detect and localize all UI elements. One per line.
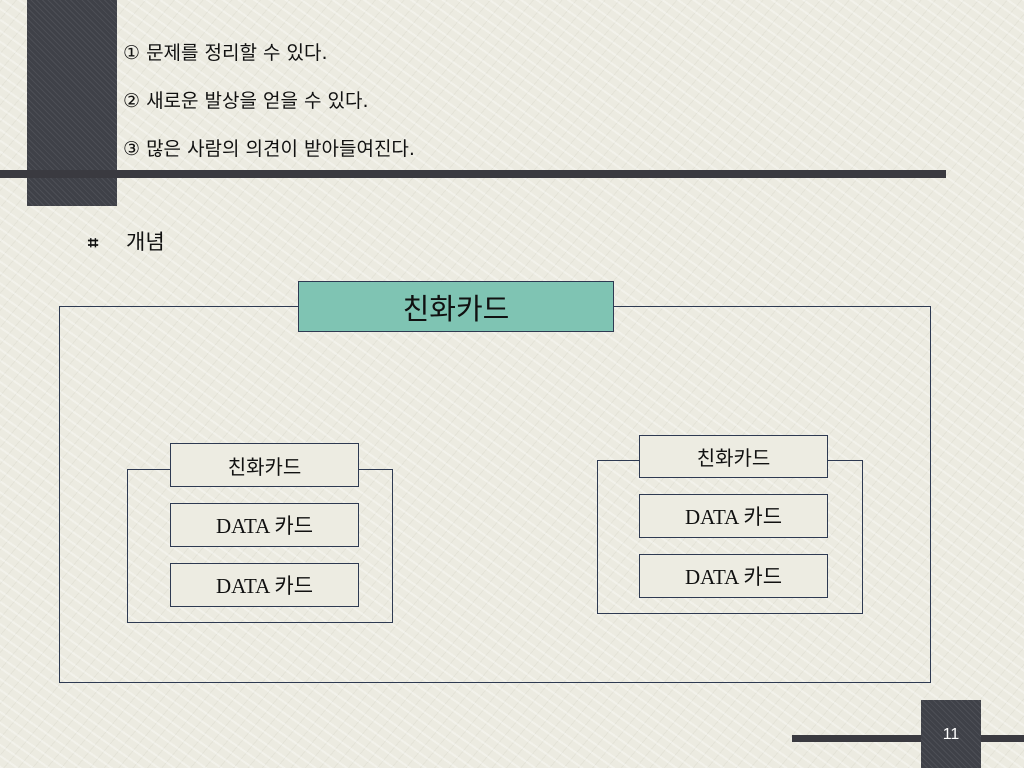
right-data-card-2: DATA 카드 (639, 554, 828, 598)
left-data-card-1: DATA 카드 (170, 503, 359, 547)
bullet-item-1: ① 문제를 정리할 수 있다. (123, 42, 328, 64)
top-divider (0, 170, 946, 178)
bullet-item-3: ③ 많은 사람의 의견이 받아들여진다. (123, 138, 415, 160)
right-data-card-1: DATA 카드 (639, 494, 828, 538)
bullet-marker-icon: ⌗ (88, 233, 99, 254)
page-number: 11 (942, 726, 960, 743)
concept-label: 개념 (126, 230, 165, 254)
main-title-box: 친화카드 (298, 281, 614, 332)
page-number-box (921, 700, 981, 768)
left-group-header: 친화카드 (170, 443, 359, 487)
left-data-card-2: DATA 카드 (170, 563, 359, 607)
bottom-divider (792, 735, 1024, 742)
right-group-header: 친화카드 (639, 435, 828, 478)
concept-heading: ⌗ 개념 (88, 226, 165, 256)
bullet-item-2: ② 새로운 발상을 얻을 수 있다. (123, 90, 369, 112)
